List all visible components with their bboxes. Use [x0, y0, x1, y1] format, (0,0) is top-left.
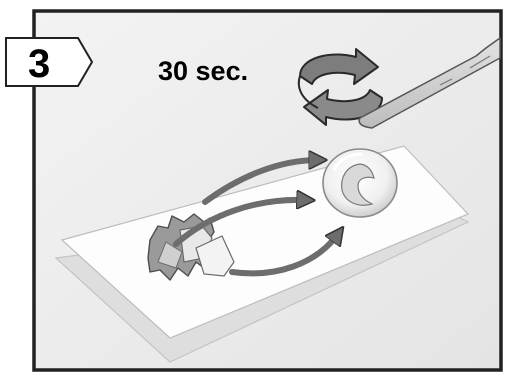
transfer-arrows [173, 160, 338, 277]
step-number: 3 [28, 42, 50, 86]
curved-arrow-icon [229, 234, 338, 277]
droplet [322, 148, 398, 218]
step-badge: 3 [5, 37, 94, 87]
spatula-icon [358, 37, 501, 129]
curved-arrow-icon [202, 160, 318, 205]
duration-label: 30 sec. [158, 56, 248, 86]
curved-arrow-icon [173, 200, 306, 247]
